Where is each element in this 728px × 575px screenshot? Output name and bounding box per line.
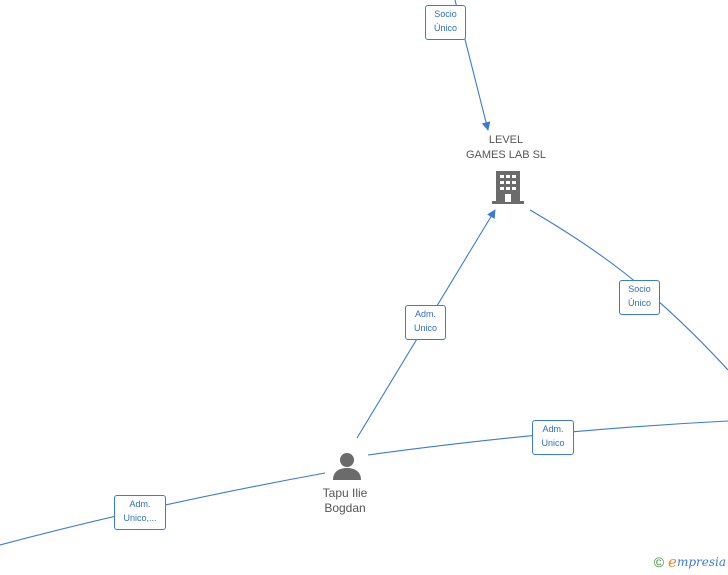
copyright-icon: ©: [653, 554, 665, 570]
company-name[interactable]: LEVEL GAMES LAB SL: [465, 134, 547, 161]
edge-label-person-to-company[interactable]: Adm. Unico: [405, 305, 446, 340]
person-name[interactable]: Tapu Ilie Bogdan: [322, 486, 368, 515]
edge-label-company-to-right[interactable]: Socio Único: [619, 280, 660, 315]
edge-label-person-to-right[interactable]: Adm. Unico: [532, 420, 574, 455]
brand-name: mpresia: [676, 555, 726, 569]
edge-label-person-to-left[interactable]: Adm. Unico,...: [114, 495, 166, 530]
building-icon[interactable]: [491, 169, 525, 205]
edge-company-to-right: [529, 209, 728, 371]
person-icon[interactable]: [332, 451, 362, 481]
brand-initial: e: [668, 553, 677, 571]
empresia-logo: © e mpresia: [654, 553, 726, 571]
edge-label-top[interactable]: Socio Único: [425, 5, 466, 40]
